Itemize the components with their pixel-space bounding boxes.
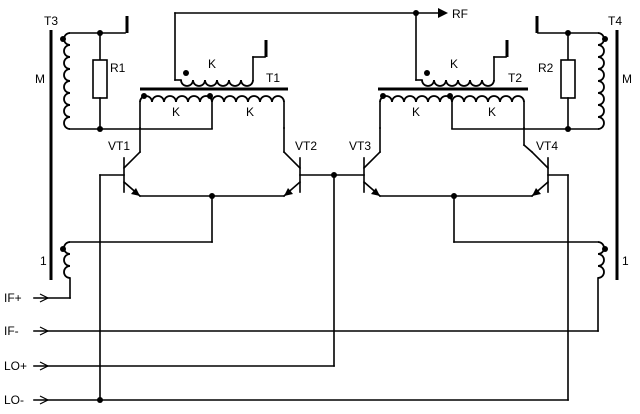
label-vt4: VT4 [536, 139, 558, 153]
emitter-node-1 [139, 193, 285, 243]
lo-plus-line [33, 172, 337, 371]
label-k-t2-top: K [450, 57, 458, 71]
label-t3: T3 [44, 14, 58, 28]
label-one-right: 1 [622, 254, 629, 268]
label-if-minus: IF- [4, 324, 19, 338]
label-k-t2-left: K [412, 105, 420, 119]
lo-minus-line [33, 174, 569, 405]
label-t2: T2 [508, 71, 522, 85]
label-k-t1-top: K [208, 57, 216, 71]
label-t1: T1 [266, 71, 280, 85]
label-m-right: M [622, 72, 632, 86]
label-t4: T4 [608, 14, 622, 28]
label-k-t1-left: K [172, 105, 180, 119]
label-one-left: 1 [40, 254, 47, 268]
t1-winding [139, 87, 288, 129]
emitter-node-2 [379, 193, 533, 243]
r1-resistor [92, 30, 108, 132]
label-lo-minus: LO- [4, 393, 24, 407]
label-vt3: VT3 [349, 139, 371, 153]
r2-resistor [560, 30, 576, 132]
t1-top-winding [174, 12, 266, 87]
label-vt2: VT2 [295, 139, 317, 153]
label-vt1: VT1 [108, 139, 130, 153]
label-r1: R1 [110, 61, 126, 75]
t3-transformer [49, 30, 213, 299]
label-k-t1-right: K [246, 105, 254, 119]
vt4-transistor [522, 127, 569, 198]
label-if-plus: IF+ [4, 291, 22, 305]
t4-transformer [451, 30, 619, 332]
label-k-t2-right: K [488, 105, 496, 119]
if-plus-line [33, 293, 71, 303]
label-rf: RF [452, 7, 468, 21]
vt1-transistor [99, 127, 142, 198]
label-lo-plus: LO+ [4, 359, 27, 373]
t2-winding [378, 87, 528, 129]
if-minus-line [33, 326, 599, 336]
t2-top-winding [415, 56, 507, 87]
rf-line [174, 8, 448, 81]
vt3-transistor [333, 127, 382, 198]
vt2-transistor [282, 127, 335, 198]
label-m-left: M [35, 72, 45, 86]
label-r2: R2 [538, 61, 554, 75]
